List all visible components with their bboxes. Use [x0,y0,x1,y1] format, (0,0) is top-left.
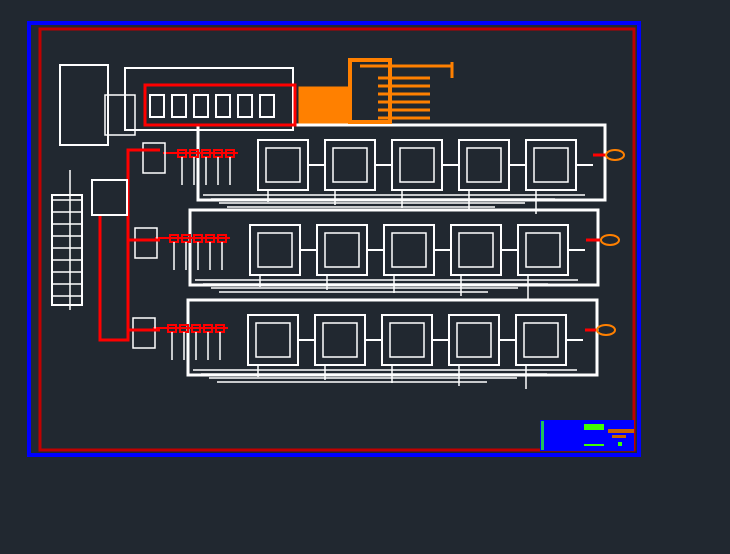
driver-block [132,317,156,349]
title-block [540,420,634,451]
schematic [51,58,625,389]
io-ladder [51,194,83,306]
regulator-block [104,94,136,136]
module-row-3-module-2-ic [322,322,358,358]
inner-frame [38,27,636,452]
module-row-2-module-1-ic [257,232,293,268]
module-row-1-module-3-ic [399,147,435,183]
driver-block [142,142,166,174]
title-block-logo [584,424,604,430]
control-relay [215,94,231,118]
module-row-1-module-1-ic [265,147,301,183]
control-relay [237,94,253,118]
control-relay [259,94,275,118]
title-block-number-field [612,435,626,438]
module-row-1-module-5-ic [533,147,569,183]
title-block-name-field [608,429,634,433]
red-feed-line [98,148,160,342]
power-supply-block [59,64,109,146]
output-connector [600,234,620,246]
module-row-3-module-3-ic [389,322,425,358]
control-board [124,67,294,131]
outer-frame [27,21,641,457]
output-connector [596,324,616,336]
orange-connector-block-left [298,86,352,124]
module-row-3-module-5-ic [523,322,559,358]
module-row-3-module-4-ic [456,322,492,358]
io-driver [91,179,128,216]
module-row-2-module-5-ic [525,232,561,268]
title-block-strip [541,421,544,450]
control-relay [149,94,165,118]
driver-block [134,227,158,259]
control-relay [193,94,209,118]
module-row-1-module-2-ic [332,147,368,183]
module-row-2-module-4-ic [458,232,494,268]
control-relay [171,94,187,118]
module-row-2-module-2-ic [324,232,360,268]
title-block-date-field [584,444,604,446]
control-red-loop [143,83,297,127]
module-row-2-module-3-ic [391,232,427,268]
title-block-mark [618,442,622,446]
output-connector [605,149,625,161]
module-row-1-module-4-ic [466,147,502,183]
module-row-3-module-1-ic [255,322,291,358]
